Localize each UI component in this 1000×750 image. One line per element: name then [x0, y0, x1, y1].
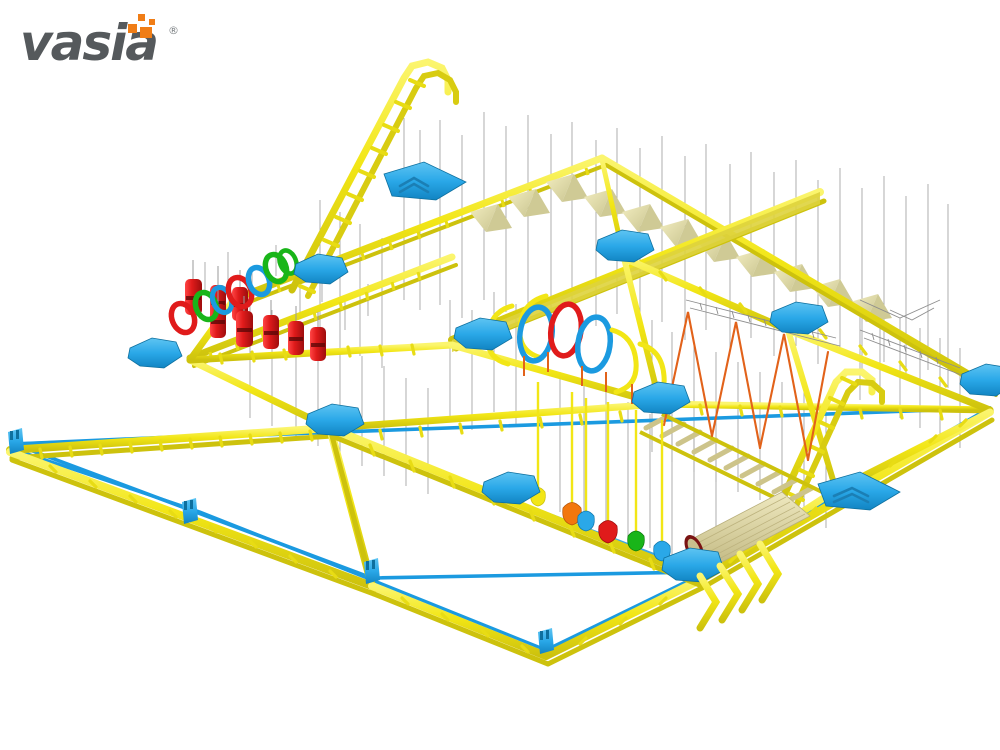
junction-platform: [305, 403, 365, 437]
plank-bridge-zigzag: [639, 311, 830, 512]
junction-platform: [661, 547, 725, 583]
mushroom-pod: [627, 410, 645, 552]
logo-accent-square-1: [138, 14, 145, 21]
support-leg-group: [696, 540, 783, 632]
ramp-chevron-icon: [398, 176, 430, 194]
junction-platform: [453, 317, 513, 351]
junction-platform: [595, 229, 655, 263]
logo-accent-square-2: [149, 19, 155, 25]
exit-ramp-right: [817, 471, 901, 511]
logo-accent-square-4: [140, 27, 152, 38]
safety-rail-line-group-2: [8, 446, 702, 652]
corner-anchor-bracket: [8, 428, 24, 454]
gymnastic-ring-group: [168, 248, 299, 336]
junction-platform: [127, 337, 183, 369]
ramp-chevron-icon: [832, 486, 870, 504]
punching-bag: [288, 306, 304, 355]
vasia-logo: vasia ®: [18, 8, 238, 72]
mushroom-pod: [577, 398, 595, 532]
corner-anchor-bracket: [364, 558, 380, 584]
corner-anchor-bracket: [182, 498, 198, 524]
registered-trademark-symbol: ®: [168, 24, 179, 37]
mushroom-pod-group: [530, 382, 671, 562]
access-ladder-right: [778, 368, 885, 509]
junction-platform: [631, 381, 691, 415]
entry-ramp-top: [383, 161, 467, 201]
mushroom-pod: [653, 420, 671, 562]
punching-bag: [263, 300, 279, 349]
junction-platform: [481, 471, 541, 505]
log-roll-obstacle: [684, 491, 811, 565]
corner-anchor-group: [8, 428, 554, 654]
access-ladder-left: [288, 58, 459, 299]
mushroom-pod: [598, 402, 618, 544]
junction-platform: [769, 301, 829, 335]
junction-platform: [959, 363, 1000, 397]
logo-accent-square-3: [128, 24, 137, 33]
punching-bag: [310, 312, 326, 361]
corner-anchor-bracket: [538, 628, 554, 654]
junction-platform-group: [127, 229, 1000, 583]
junction-platform: [293, 253, 349, 285]
